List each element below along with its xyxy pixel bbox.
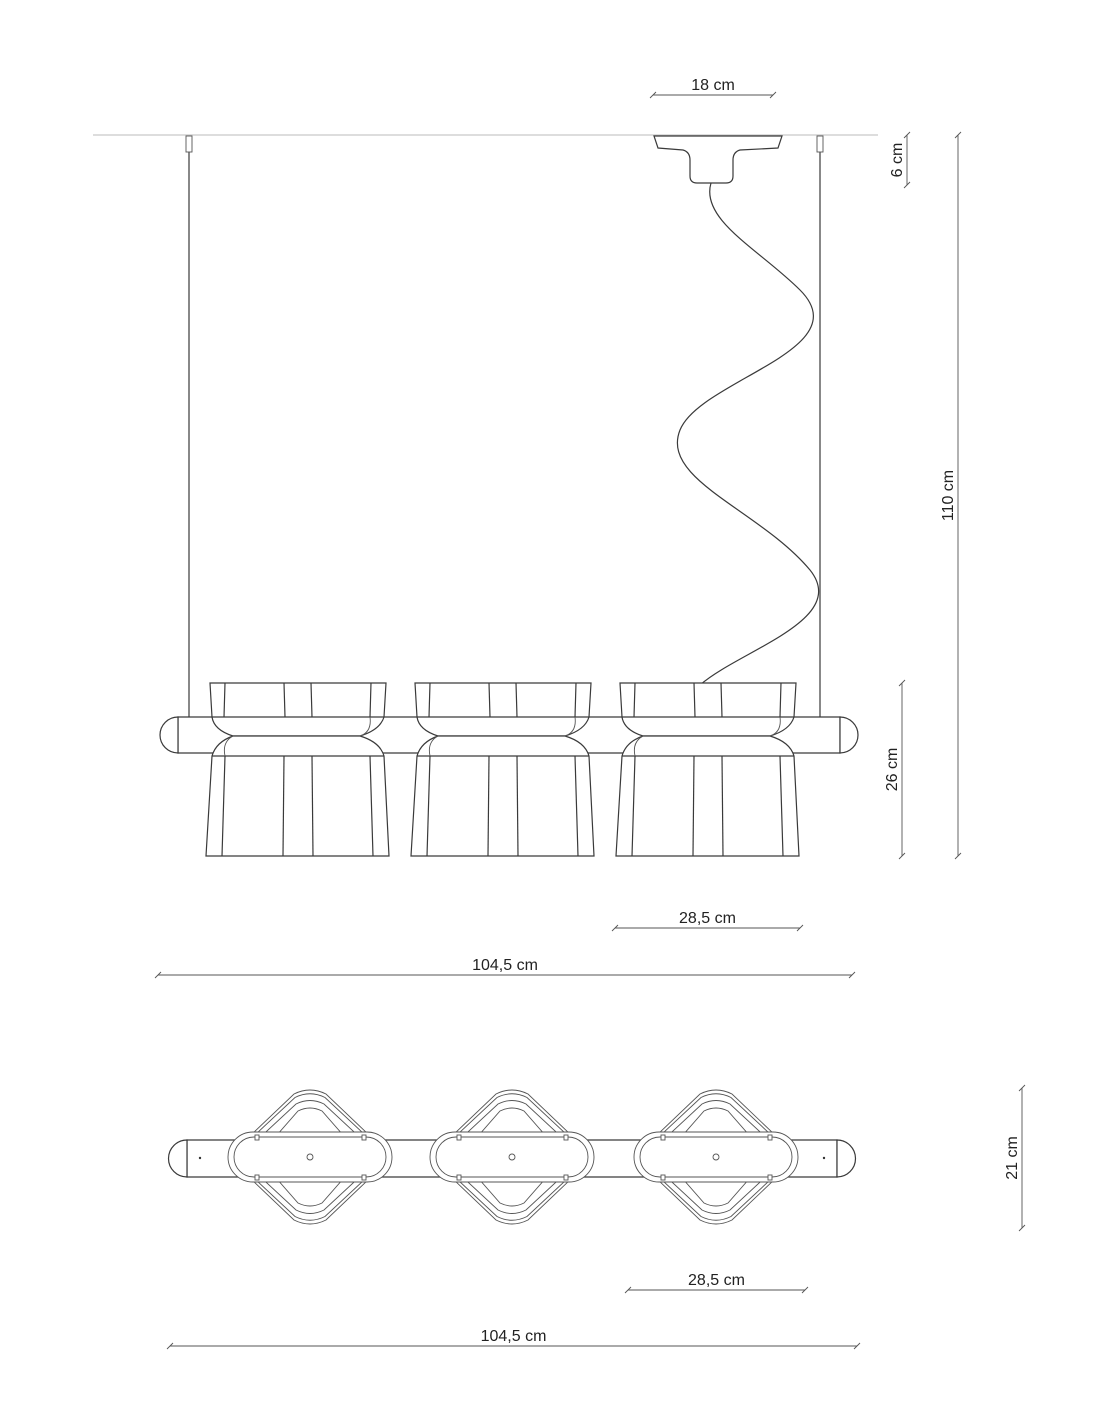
dim-canopy-width-label: 18 cm bbox=[691, 77, 735, 94]
dim-top-shade-width-label: 28,5 cm bbox=[688, 1272, 745, 1289]
top-view-shade-1 bbox=[227, 1089, 393, 1225]
canopy bbox=[653, 135, 783, 184]
top-view-shade-2 bbox=[429, 1089, 595, 1225]
dim-total-height: 110 cm bbox=[940, 131, 962, 860]
dim-total-height-label: 110 cm bbox=[940, 470, 957, 521]
dim-top-shade-width: 28,5 cm bbox=[624, 1272, 809, 1294]
front-shade-2 bbox=[410, 682, 595, 857]
dim-front-shade-width-label: 28,5 cm bbox=[679, 910, 736, 927]
dim-top-total-width: 104,5 cm bbox=[166, 1328, 861, 1350]
dim-top-depth-label: 21 cm bbox=[1004, 1136, 1021, 1180]
top-view-shade-3 bbox=[633, 1089, 799, 1225]
front-shade-3 bbox=[615, 682, 800, 857]
dim-front-shade-width: 28,5 cm bbox=[611, 910, 804, 932]
dim-shade-height: 26 cm bbox=[884, 679, 906, 860]
dim-canopy-height-label: 6 cm bbox=[889, 143, 906, 178]
cable-grip-right bbox=[816, 135, 824, 153]
power-cord bbox=[677, 182, 819, 686]
dim-top-depth: 21 cm bbox=[1004, 1084, 1026, 1232]
cable-grip-left bbox=[185, 135, 193, 153]
dim-front-total-width: 104,5 cm bbox=[154, 957, 856, 979]
dim-canopy-width: 18 cm bbox=[649, 77, 777, 99]
dim-canopy-height: 6 cm bbox=[889, 131, 911, 189]
dim-top-total-width-label: 104,5 cm bbox=[481, 1328, 547, 1345]
dim-shade-height-label: 26 cm bbox=[884, 748, 901, 792]
front-shade-1 bbox=[205, 682, 390, 857]
dim-front-total-width-label: 104,5 cm bbox=[472, 957, 538, 974]
